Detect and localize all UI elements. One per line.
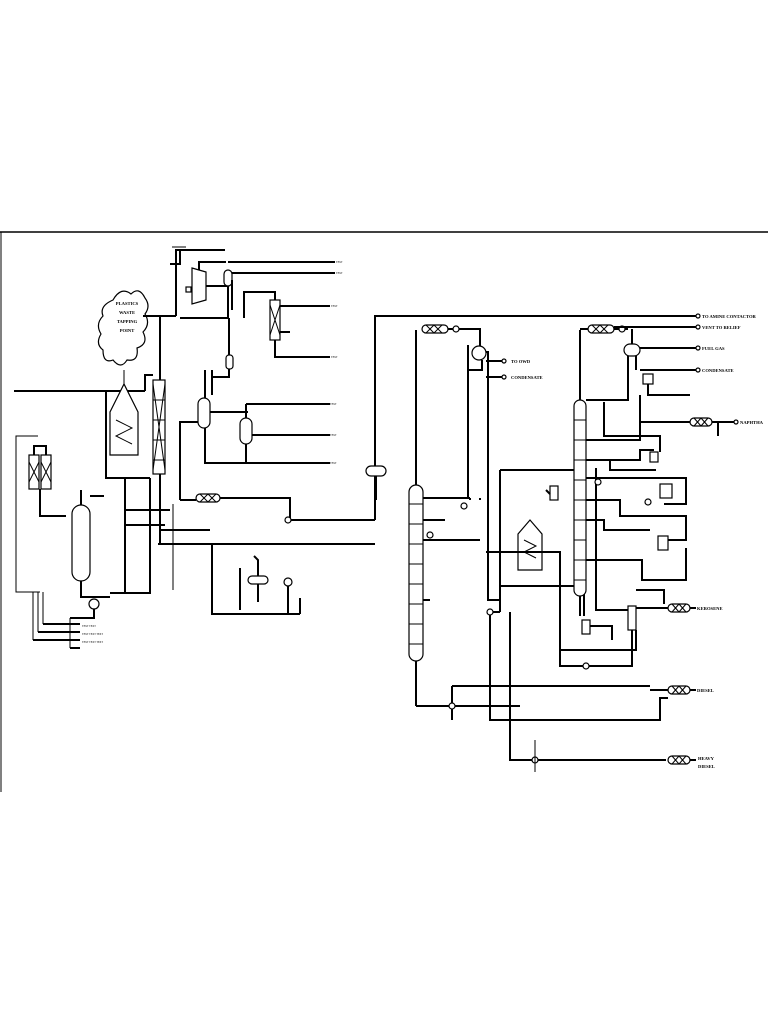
- fired-heater: [517, 519, 543, 571]
- flash-drum-1: [225, 354, 234, 370]
- svg-text:TEXT: TEXT: [330, 403, 337, 406]
- stripper-1: [549, 485, 559, 501]
- flash-drum-2: [197, 397, 211, 429]
- flash-drum-3: [239, 417, 253, 445]
- compressor: [191, 267, 207, 305]
- side-stripper-a: [649, 451, 659, 463]
- condensate-mid-label: CONDENSATE: [511, 375, 543, 380]
- diesel-label: DIESEL: [697, 688, 714, 693]
- feed-section: TEXT TEXT TEXT TEXT TEXT TEXT TEXT TEXT …: [14, 390, 150, 649]
- knockout-drum-1: [223, 269, 233, 287]
- compressor-area: TEXT TEXT TEXT TEXT: [170, 246, 343, 359]
- kerosene-label: KEROSENE: [697, 606, 723, 611]
- svg-text:TEXT TEXT: TEXT TEXT: [82, 625, 96, 628]
- pump-2: [283, 577, 293, 587]
- side-stripper-b: [659, 483, 673, 499]
- feed-surge-drum: [365, 465, 387, 477]
- separator-drum-1: [71, 504, 91, 582]
- condensate-right-label: CONDENSATE: [702, 368, 734, 373]
- drawing-frame: [0, 231, 768, 792]
- svg-text:TEXT TEXT TEXT: TEXT TEXT TEXT: [82, 641, 103, 644]
- diesel-cooler: [667, 685, 691, 695]
- svg-text:TEXT: TEXT: [331, 356, 338, 359]
- heavy-diesel-label-1: HEAVY: [698, 756, 715, 761]
- to-owd-label: TO OWD: [511, 359, 531, 364]
- svg-text:TEXT: TEXT: [330, 462, 337, 465]
- pyrolysis-furnace: [109, 382, 139, 456]
- plastics-waste-cloud: [97, 290, 149, 366]
- stripper-3: [627, 605, 637, 631]
- naphtha-cooler: [689, 417, 713, 427]
- reflux-drum: [471, 345, 487, 361]
- plastics-label-3: TAPPING: [117, 319, 138, 324]
- side-stripper-c: [657, 535, 669, 551]
- svg-text:TEXT: TEXT: [336, 261, 343, 264]
- svg-text:TEXT: TEXT: [336, 272, 343, 275]
- svg-text:TEXT: TEXT: [330, 434, 337, 437]
- naphtha-label: NAPHTHA: [740, 420, 764, 425]
- stripper-2: [581, 619, 591, 635]
- side-drum-1: [642, 373, 654, 385]
- lower-middle-section: [180, 315, 418, 615]
- heavy-diesel-cooler: [667, 755, 691, 765]
- pump-1: [88, 598, 100, 610]
- kerosene-cooler: [667, 603, 691, 613]
- plastics-label-4: POINT: [120, 328, 135, 333]
- plastics-label-1: PLASTICS: [116, 301, 139, 306]
- product-section: TO AMINE CONTACTOR VENT TO RELIEF FUEL G…: [560, 313, 764, 769]
- svg-text:TEXT: TEXT: [331, 305, 338, 308]
- main-fractionator-column: [408, 484, 424, 662]
- fuel-gas-label: FUEL GAS: [702, 346, 725, 351]
- main-fractionator-section: TO OWD CONDENSATE: [365, 315, 700, 772]
- svg-text:TEXT: TEXT: [82, 617, 89, 620]
- product-column: [573, 399, 587, 597]
- heavy-diesel-label-2: DIESEL: [698, 764, 715, 769]
- svg-text:TEXT TEXT TEXT: TEXT TEXT TEXT: [82, 633, 103, 636]
- top-reflux-drum: [623, 343, 641, 357]
- plastics-waste-unit: PLASTICS WASTE TAPPING POINT: [97, 249, 375, 594]
- to-amine-label: TO AMINE CONTACTOR: [702, 314, 757, 319]
- accumulator-drum: [247, 575, 269, 585]
- heat-exchanger-1: [195, 493, 221, 503]
- vent-label: VENT TO RELIEF: [702, 325, 741, 330]
- plastics-label-2: WASTE: [119, 310, 135, 315]
- middle-separators: TEXT TEXT TEXT: [179, 318, 337, 500]
